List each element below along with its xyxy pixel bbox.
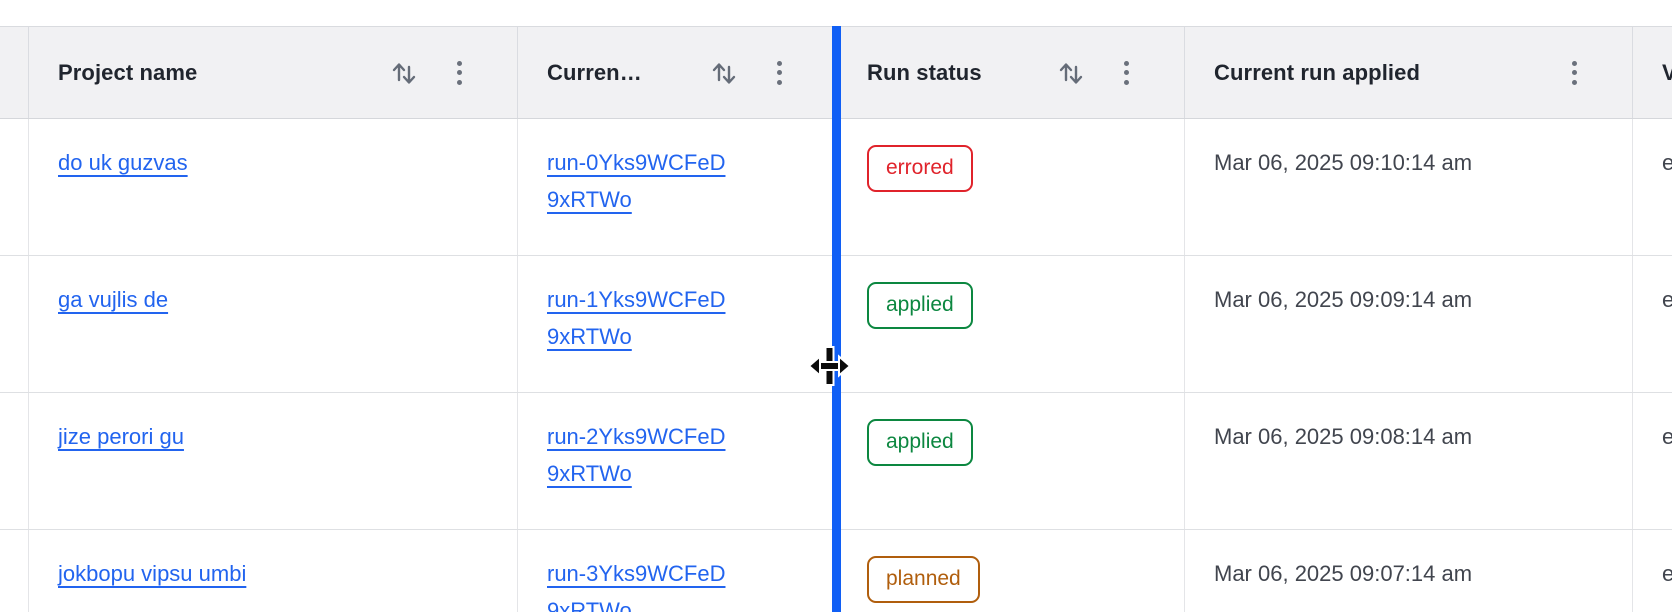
overflow-text: e: [1662, 561, 1672, 586]
header-cell-spacer: [0, 27, 29, 118]
overflow-text: e: [1662, 150, 1672, 175]
header-cell-project-name: Project name: [29, 27, 518, 118]
overflow-text: e: [1662, 424, 1672, 449]
cell-project-name: jize perori gu: [29, 393, 518, 529]
applied-timestamp: Mar 06, 2025 09:10:14 am: [1214, 150, 1473, 175]
column-label-project-name: Project name: [58, 59, 198, 85]
column-label-overflow: V: [1662, 59, 1672, 85]
header-cell-run-status: Run status: [838, 27, 1185, 118]
cell-spacer: [0, 393, 29, 529]
column-label-run-status: Run status: [867, 59, 982, 85]
run-status-badge: applied: [867, 419, 973, 466]
cell-spacer: [0, 530, 29, 612]
cell-overflow: e: [1633, 530, 1672, 612]
cell-current-run-applied: Mar 06, 2025 09:07:14 am: [1185, 530, 1633, 612]
run-status-badge: applied: [867, 282, 973, 329]
column-label-current-run: Curren…: [547, 59, 642, 85]
header-cell-current-run: Curren…: [518, 27, 838, 118]
column-menu-kebab-icon[interactable]: [1120, 57, 1133, 89]
project-link[interactable]: do uk guzvas: [58, 150, 188, 175]
cell-run-status: applied: [838, 393, 1185, 529]
cell-current-run-applied: Mar 06, 2025 09:10:14 am: [1185, 119, 1633, 255]
cell-run-status: applied: [838, 256, 1185, 392]
header-cell-current-run-applied: Current run applied: [1185, 27, 1633, 118]
cell-project-name: jokbopu vipsu umbi: [29, 530, 518, 612]
project-link[interactable]: jize perori gu: [58, 424, 184, 449]
cell-spacer: [0, 256, 29, 392]
header-cell-overflow: V: [1633, 27, 1672, 118]
cell-project-name: ga vujlis de: [29, 256, 518, 392]
column-resize-indicator[interactable]: [832, 26, 841, 612]
applied-timestamp: Mar 06, 2025 09:09:14 am: [1214, 287, 1473, 312]
applied-timestamp: Mar 06, 2025 09:07:14 am: [1214, 561, 1473, 586]
run-status-badge: planned: [867, 556, 980, 603]
cell-run-status: errored: [838, 119, 1185, 255]
cell-current-run-applied: Mar 06, 2025 09:08:14 am: [1185, 393, 1633, 529]
column-menu-kebab-icon[interactable]: [453, 57, 466, 89]
sort-icon[interactable]: [391, 58, 417, 88]
cell-current-run-applied: Mar 06, 2025 09:09:14 am: [1185, 256, 1633, 392]
run-status-badge: errored: [867, 145, 973, 192]
cell-overflow: e: [1633, 119, 1672, 255]
column-menu-kebab-icon[interactable]: [773, 57, 786, 89]
sort-icon[interactable]: [711, 58, 737, 88]
column-menu-kebab-icon[interactable]: [1568, 57, 1581, 89]
cell-overflow: e: [1633, 256, 1672, 392]
applied-timestamp: Mar 06, 2025 09:08:14 am: [1214, 424, 1473, 449]
project-link[interactable]: jokbopu vipsu umbi: [58, 561, 247, 586]
overflow-text: e: [1662, 287, 1672, 312]
cell-spacer: [0, 119, 29, 255]
cell-run-status: planned: [838, 530, 1185, 612]
cell-project-name: do uk guzvas: [29, 119, 518, 255]
project-link[interactable]: ga vujlis de: [58, 287, 169, 312]
column-label-current-run-applied: Current run applied: [1214, 59, 1421, 85]
sort-icon[interactable]: [1058, 58, 1084, 88]
cell-overflow: e: [1633, 393, 1672, 529]
